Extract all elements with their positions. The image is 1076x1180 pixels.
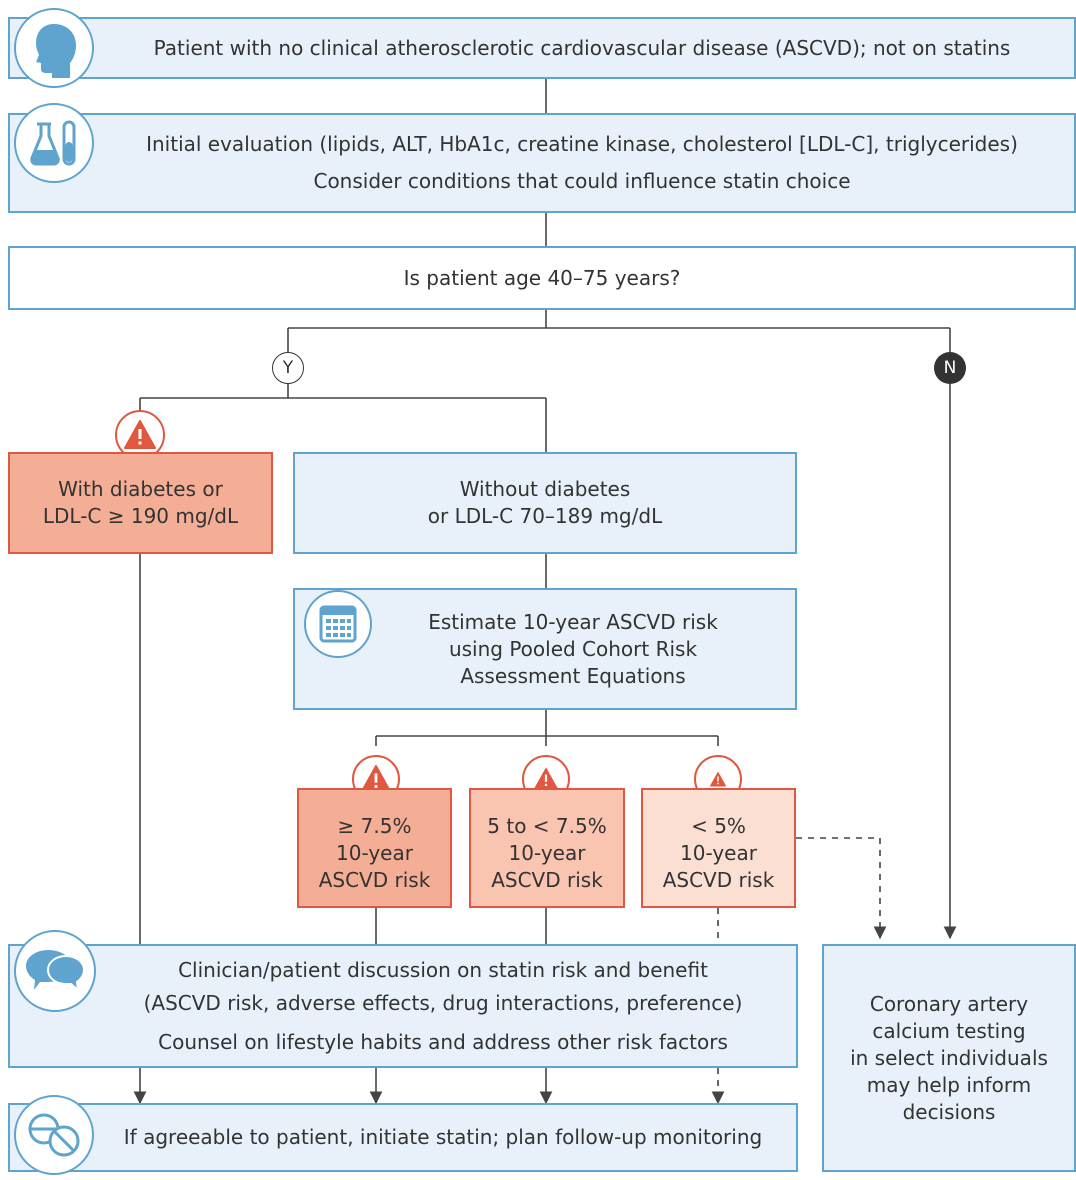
discussion-box: Clinician/patient discussion on statin r… bbox=[8, 944, 798, 1068]
risk-high-line-1: ≥ 7.5% bbox=[337, 813, 412, 838]
risk-mid-line-2: 10-year bbox=[508, 840, 586, 865]
discussion-line-3: Counsel on lifestyle habits and address … bbox=[158, 1029, 728, 1054]
no-diabetes-line-2: or LDL-C 70–189 mg/dL bbox=[427, 504, 663, 528]
estimate-line-2: using Pooled Cohort Risk bbox=[448, 636, 698, 661]
calcium-box: Coronary artery calcium testing in selec… bbox=[822, 944, 1076, 1172]
risk-high-box: ≥ 7.5% 10-year ASCVD risk bbox=[297, 788, 452, 908]
patient-box: Patient with no clinical atherosclerotic… bbox=[8, 17, 1076, 79]
no-marker: N bbox=[934, 352, 966, 384]
yes-marker: Y bbox=[272, 352, 304, 384]
speech-bubbles-icon bbox=[14, 930, 96, 1012]
calcium-line-2: calcium testing bbox=[872, 1018, 1026, 1043]
diabetes-line-1: With diabetes or bbox=[58, 477, 223, 501]
no-diabetes-box: Without diabetes or LDL-C 70–189 mg/dL bbox=[293, 452, 797, 554]
warning-icon bbox=[115, 410, 165, 460]
patient-text: Patient with no clinical atherosclerotic… bbox=[153, 35, 1011, 60]
risk-mid-box: 5 to < 7.5% 10-year ASCVD risk bbox=[469, 788, 625, 908]
pill-icon bbox=[14, 1095, 94, 1175]
calcium-line-3: in select individuals bbox=[850, 1045, 1048, 1070]
risk-low-box: < 5% 10-year ASCVD risk bbox=[641, 788, 796, 908]
discussion-line-2: (ASCVD risk, adverse effects, drug inter… bbox=[143, 990, 743, 1015]
initiate-box: If agreeable to patient, initiate statin… bbox=[8, 1103, 798, 1172]
lab-flask-icon bbox=[14, 103, 94, 183]
evaluation-box: Initial evaluation (lipids, ALT, HbA1c, … bbox=[8, 113, 1076, 213]
risk-mid-line-3: ASCVD risk bbox=[491, 867, 603, 892]
age-question-text: Is patient age 40–75 years? bbox=[403, 265, 681, 290]
evaluation-line-1: Initial evaluation (lipids, ALT, HbA1c, … bbox=[146, 132, 1018, 156]
risk-mid-line-1: 5 to < 7.5% bbox=[487, 813, 607, 838]
risk-low-line-1: < 5% bbox=[691, 813, 746, 838]
connector-low-calcium bbox=[796, 837, 887, 940]
risk-low-line-2: 10-year bbox=[680, 840, 757, 865]
estimate-line-1: Estimate 10-year ASCVD risk bbox=[428, 609, 718, 634]
calculator-icon bbox=[304, 590, 372, 658]
calcium-line-5: decisions bbox=[902, 1099, 996, 1124]
age-question-box: Is patient age 40–75 years? bbox=[8, 246, 1076, 310]
discussion-line-1: Clinician/patient discussion on statin r… bbox=[178, 957, 708, 982]
diabetes-line-2: LDL-C ≥ 190 mg/dL bbox=[42, 504, 239, 528]
no-diabetes-line-1: Without diabetes bbox=[459, 477, 631, 501]
estimate-line-3: Assessment Equations bbox=[460, 663, 686, 688]
initiate-text: If agreeable to patient, initiate statin… bbox=[123, 1125, 763, 1149]
risk-low-line-3: ASCVD risk bbox=[662, 867, 775, 892]
diabetes-box: With diabetes or LDL-C ≥ 190 mg/dL bbox=[8, 452, 273, 554]
calcium-line-1: Coronary artery bbox=[869, 991, 1029, 1016]
risk-high-line-2: 10-year bbox=[336, 840, 413, 865]
risk-high-line-3: ASCVD risk bbox=[318, 867, 431, 892]
head-profile-icon bbox=[14, 8, 94, 88]
evaluation-line-2: Consider conditions that could influence… bbox=[313, 169, 851, 193]
estimate-box: Estimate 10-year ASCVD risk using Pooled… bbox=[293, 588, 797, 710]
calcium-line-4: may help inform bbox=[866, 1072, 1032, 1097]
